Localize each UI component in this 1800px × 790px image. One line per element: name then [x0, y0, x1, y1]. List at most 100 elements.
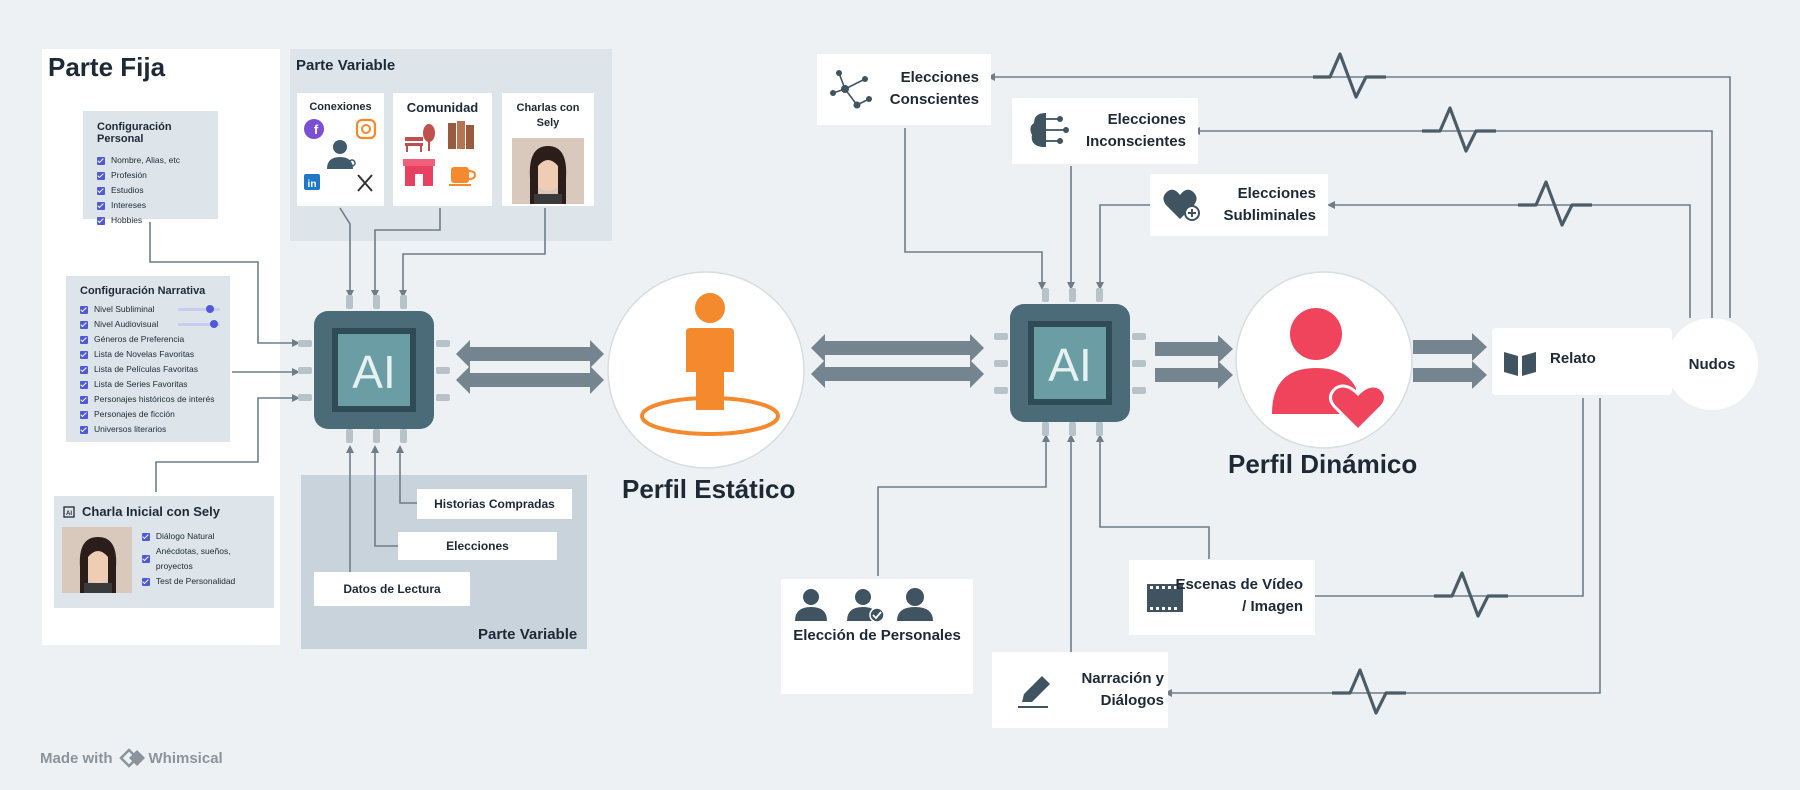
checkbox-icon[interactable] — [80, 305, 88, 314]
right-arrow — [1155, 335, 1233, 363]
ai-chip-right-label: AI — [1048, 339, 1091, 391]
person-heart-icon — [1290, 308, 1342, 360]
audiovisual-slider[interactable] — [178, 320, 220, 328]
bidirectional-arrow — [811, 334, 984, 362]
checkbox-icon[interactable] — [80, 320, 88, 329]
datos-lectura-box[interactable]: Datos de Lectura — [314, 572, 470, 606]
checkbox-icon[interactable] — [141, 532, 150, 541]
list-item[interactable]: Lista de Novelas Favoritas — [80, 347, 220, 362]
list-item[interactable]: Anécdotas, sueños, proyectos — [141, 544, 266, 574]
ai-chip-icon: AI — [63, 505, 75, 518]
pulse-icon — [1518, 180, 1592, 227]
relato-label: Relato — [1550, 350, 1596, 367]
narracion-box[interactable]: Narración y Diálogos — [992, 652, 1168, 728]
checkbox-icon[interactable] — [80, 425, 88, 434]
list-item[interactable]: Profesión — [97, 168, 208, 183]
list-item[interactable]: Test de Personalidad — [141, 574, 266, 589]
narracion-label: Narración y Diálogos — [1081, 670, 1164, 709]
bench-icon — [405, 137, 423, 141]
book-icon — [1504, 352, 1536, 376]
checkbox-icon[interactable] — [80, 350, 88, 359]
svg-text:AI: AI — [66, 511, 72, 517]
connector-line — [1099, 442, 1210, 559]
checkbox-icon[interactable] — [97, 171, 105, 180]
relato-box[interactable]: Relato — [1492, 328, 1672, 395]
charlas-label: Charlas con Sely — [516, 102, 580, 129]
parte-fija-title: Parte Fija — [48, 52, 166, 82]
eleccion-personales-box[interactable]: Elección de Personales — [781, 579, 973, 694]
escenas-box[interactable]: Escenas de Vídeo / Imagen — [1129, 560, 1315, 635]
checkbox-icon[interactable] — [80, 380, 88, 389]
checkbox-icon[interactable] — [97, 201, 105, 210]
subliminal-slider[interactable] — [178, 305, 220, 313]
checkbox-icon[interactable] — [80, 410, 88, 419]
eleccion-personales-label: Elección de Personales — [793, 627, 961, 644]
conexiones-card: Conexiones f in — [297, 93, 384, 206]
list-item[interactable]: Personajes de ficción — [80, 407, 220, 422]
community-icons — [403, 121, 477, 186]
checkbox-icon[interactable] — [97, 186, 105, 195]
footer-watermark[interactable]: Made with Whimsical — [40, 748, 223, 768]
list-item[interactable]: Estudios — [97, 183, 208, 198]
ai-chip-left: AI — [298, 295, 450, 443]
elecciones-conscientes-label: Elecciones Conscientes — [889, 69, 979, 108]
svg-text:in: in — [308, 179, 317, 190]
checkbox-icon[interactable] — [141, 555, 150, 563]
charla-inicial-title: Charla Inicial con Sely — [82, 504, 220, 519]
list-item[interactable]: Lista de Películas Favoritas — [80, 362, 220, 377]
perfil-estatico-circle — [607, 271, 805, 469]
checkbox-icon[interactable] — [80, 335, 88, 344]
conexiones-label: Conexiones — [309, 101, 372, 113]
elecciones-conscientes-box[interactable]: Elecciones Conscientes — [817, 54, 991, 125]
brain-circuit-icon — [1030, 113, 1069, 147]
list-item[interactable]: Nombre, Alias, etc — [97, 153, 208, 168]
ai-chip-right: AI — [994, 288, 1146, 436]
charla-inicial-card: AI Charla Inicial con Sely Diálogo Natur… — [54, 496, 274, 608]
list-item[interactable]: Intereses — [97, 198, 208, 213]
elecciones-subliminales-label: Elecciones Subliminales — [1223, 185, 1316, 224]
film-strip-icon — [1147, 584, 1183, 612]
list-item[interactable]: Diálogo Natural — [141, 529, 266, 544]
pulse-icon — [1434, 571, 1508, 618]
list-item[interactable]: Lista de Series Favoritas — [80, 377, 220, 392]
list-item[interactable]: Nivel Audiovisual — [80, 317, 220, 332]
perfil-dinamico-circle — [1235, 271, 1413, 449]
list-item[interactable]: Universos literarios — [80, 422, 220, 437]
checkbox-icon[interactable] — [80, 365, 88, 374]
connector-line — [877, 442, 1047, 576]
nudos-label: Nudos — [1688, 355, 1736, 373]
list-item[interactable]: Géneros de Preferencia — [80, 332, 220, 347]
right-arrow — [1155, 361, 1233, 389]
parte-variable-top-title: Parte Variable — [296, 57, 396, 74]
person-icon — [906, 588, 924, 606]
social-icons: f in — [304, 118, 377, 192]
elecciones-box[interactable]: Elecciones — [398, 532, 557, 560]
config-personal-title: Configuración Personal — [97, 121, 172, 145]
elecciones-inconscientes-box[interactable]: Elecciones Inconscientes — [1012, 98, 1198, 164]
checkbox-icon[interactable] — [141, 577, 150, 586]
historias-compradas-box[interactable]: Historias Compradas — [417, 489, 572, 519]
tree-icon — [423, 124, 435, 142]
ai-chip-left-label: AI — [352, 346, 395, 398]
charlas-card: Charlas con Sely — [502, 93, 594, 206]
checkbox-icon[interactable] — [97, 216, 105, 225]
person-icon — [333, 140, 347, 154]
charla-inicial-list: Diálogo Natural Anécdotas, sueños, proye… — [141, 529, 266, 593]
list-item[interactable]: Personajes históricos de interés — [80, 392, 220, 407]
config-narrativa-list: Nivel Subliminal Nivel Audiovisual Géner… — [80, 302, 220, 437]
pencil-icon — [1018, 676, 1050, 708]
instagram-icon — [355, 118, 377, 140]
checkbox-icon[interactable] — [97, 156, 105, 165]
list-item[interactable]: Hobbies — [97, 213, 208, 228]
svg-text:f: f — [314, 122, 319, 137]
perfil-dinamico-label: Perfil Dinámico — [1228, 449, 1418, 479]
checkbox-icon[interactable] — [80, 395, 88, 404]
elecciones-subliminales-box[interactable]: Elecciones Subliminales — [1150, 174, 1328, 236]
pulse-icon — [1332, 668, 1406, 715]
right-arrow — [1413, 361, 1487, 389]
list-item[interactable]: Nivel Subliminal — [80, 302, 220, 317]
nudos-circle[interactable]: Nudos — [1666, 318, 1758, 410]
config-personal-card: Configuración Personal Nombre, Alias, et… — [83, 111, 218, 225]
bidirectional-arrow — [456, 340, 604, 368]
coffee-icon — [451, 167, 469, 183]
